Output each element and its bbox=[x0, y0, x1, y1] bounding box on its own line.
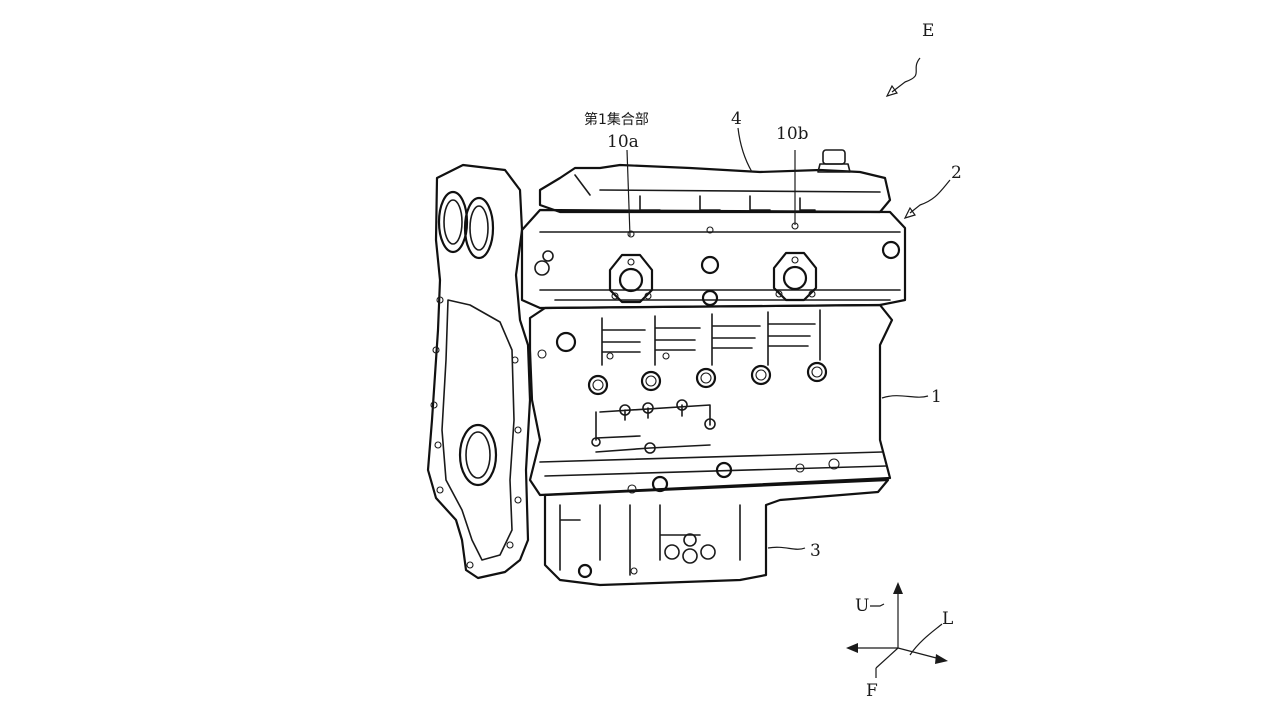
gallery-fittings bbox=[591, 399, 716, 454]
oil-pan-outline bbox=[543, 478, 890, 587]
crank-seal-hole-inner bbox=[465, 431, 491, 479]
timing-case-outline bbox=[426, 163, 532, 580]
head-plug bbox=[700, 255, 720, 275]
label-10b: 10b bbox=[776, 124, 809, 144]
leader-lines bbox=[626, 57, 951, 550]
drain-plug-cluster bbox=[664, 533, 716, 564]
exhaust-flange-10b bbox=[772, 251, 818, 302]
block-ribs bbox=[601, 309, 821, 366]
leader-E bbox=[891, 57, 921, 93]
leader-2 bbox=[909, 179, 951, 214]
label-1: 1 bbox=[931, 387, 942, 407]
label-E: E bbox=[922, 21, 934, 41]
oil-cap bbox=[822, 149, 846, 165]
engine-drawing bbox=[426, 149, 907, 587]
head-cover-ribs bbox=[574, 174, 881, 211]
label-3: 3 bbox=[810, 541, 821, 561]
head-plug bbox=[701, 289, 719, 307]
front-pulley-hole-upper bbox=[437, 190, 469, 254]
cylinder-block-outline bbox=[528, 303, 894, 497]
direction-axes bbox=[846, 582, 948, 678]
front-pulley-hole-upper-inner bbox=[443, 199, 463, 245]
head-cover-outline bbox=[538, 163, 892, 214]
front-pulley-hole-lower-inner bbox=[469, 205, 489, 251]
exhaust-flange-10a bbox=[608, 253, 654, 304]
oil-pan-details bbox=[559, 504, 741, 576]
block-skirt bbox=[539, 451, 887, 477]
timing-case-bolts bbox=[430, 296, 522, 569]
cylinder-head-outline bbox=[520, 208, 907, 310]
axis-label-F: F bbox=[866, 681, 878, 701]
leader-1 bbox=[881, 395, 929, 399]
leader-10a bbox=[626, 149, 631, 237]
leader-3 bbox=[767, 546, 806, 550]
label-first-collection-part: 第1集合部 bbox=[584, 111, 649, 128]
front-pulley-hole-lower bbox=[463, 196, 495, 260]
crank-seal-hole bbox=[458, 423, 498, 487]
cylinder-head-lines bbox=[539, 231, 901, 301]
axis-label-L: L bbox=[942, 609, 953, 629]
head-sensor bbox=[881, 240, 901, 260]
block-plugs bbox=[587, 361, 828, 396]
label-4: 4 bbox=[731, 109, 742, 129]
timing-case-inner bbox=[441, 299, 515, 561]
axis-label-U: U bbox=[855, 596, 869, 616]
label-2: 2 bbox=[951, 163, 962, 183]
label-10a: 10a bbox=[607, 132, 639, 152]
leader-4 bbox=[737, 127, 753, 173]
